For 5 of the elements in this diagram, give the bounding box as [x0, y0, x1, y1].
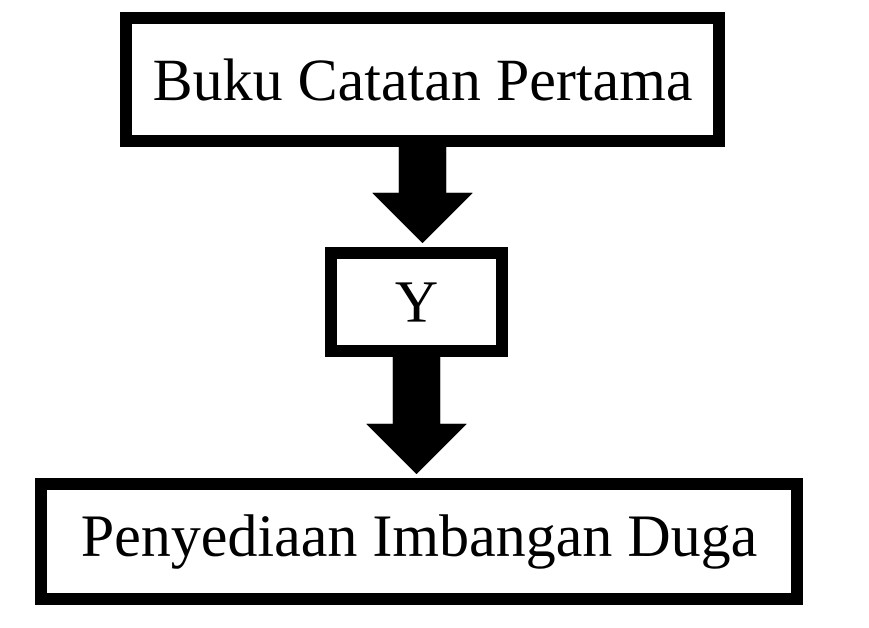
block-arrow	[366, 356, 467, 474]
process-box: Y	[325, 247, 508, 357]
block-arrow	[372, 146, 473, 244]
process-box: Buku Catatan Pertama	[120, 12, 725, 147]
process-box: Penyediaan Imbangan Duga	[35, 478, 803, 605]
